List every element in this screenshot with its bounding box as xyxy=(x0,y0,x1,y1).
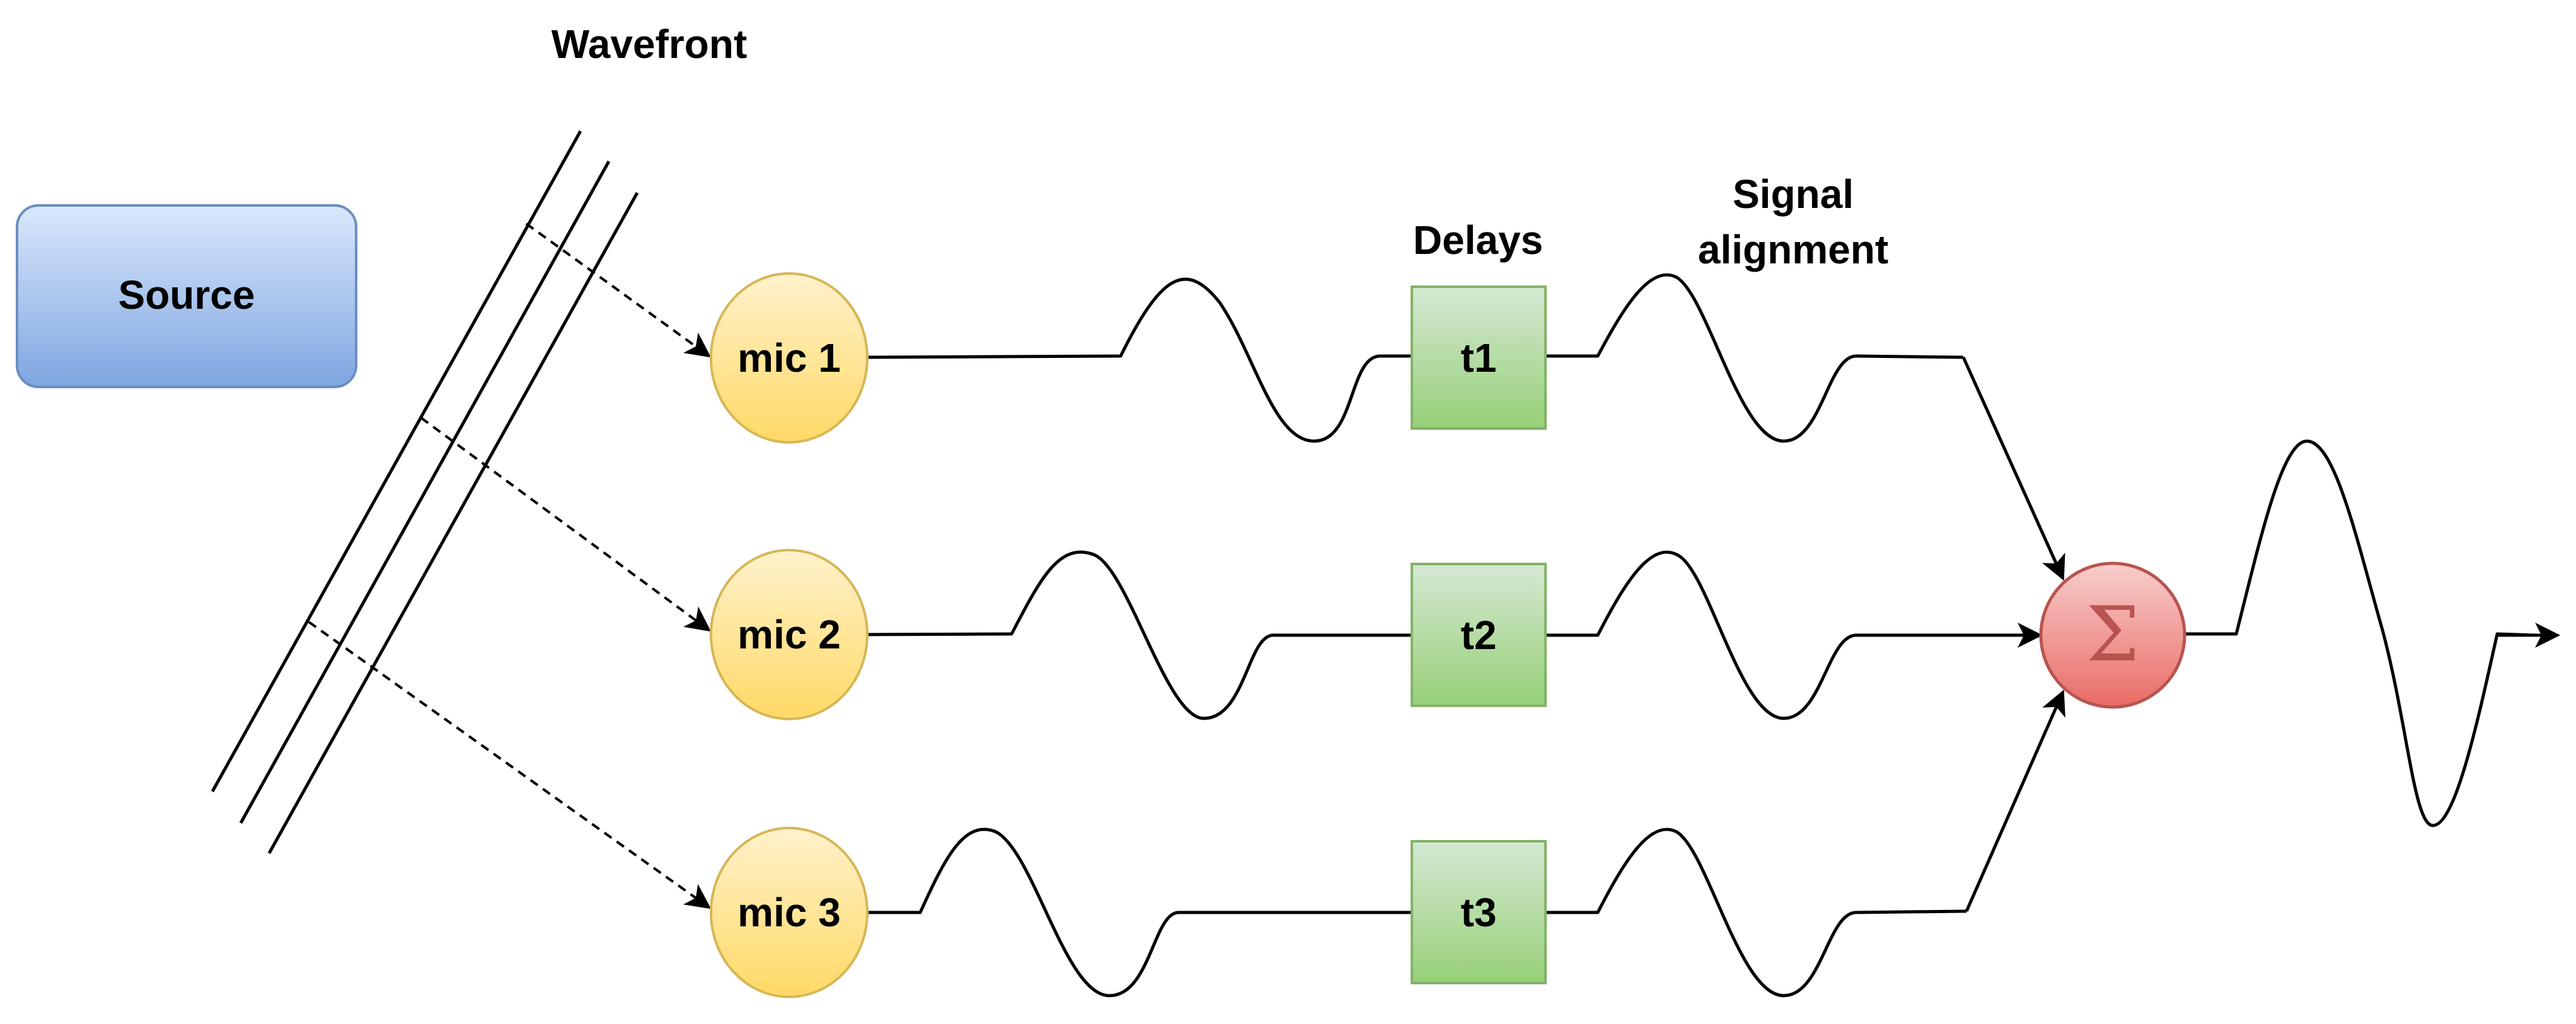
delay-box-3 xyxy=(1411,840,1547,984)
delay-node-1: t1 xyxy=(1411,285,1547,430)
delay-label-1: t1 xyxy=(1461,335,1497,381)
raw-wave-1 xyxy=(865,277,1412,443)
aligned-wave-3 xyxy=(1545,827,1967,998)
mic-circle-3 xyxy=(710,827,869,998)
wavefront-line-3 xyxy=(267,192,639,854)
microphones: mic 1 mic 2 mic 3 xyxy=(710,272,869,998)
mic-label-2: mic 2 xyxy=(737,612,841,657)
wavefront-label: Wavefront xyxy=(552,21,748,67)
delays-label: Delays xyxy=(1413,217,1543,263)
output-wave xyxy=(2185,439,2534,827)
delay-blocks: t1 t2 t3 xyxy=(1411,285,1547,984)
raw-wave-3 xyxy=(866,827,1412,998)
propagation-arrow-2 xyxy=(420,417,712,632)
sum-node: Σ xyxy=(2039,561,2186,709)
signal-chains xyxy=(865,273,2560,998)
mic-node-2: mic 2 xyxy=(710,549,869,720)
source-box xyxy=(16,204,357,388)
signal-alignment-label-line2: alignment xyxy=(1698,227,1888,272)
propagation-arrow-3 xyxy=(308,621,712,909)
wavefront-line-2 xyxy=(239,160,611,824)
mic-node-3: mic 3 xyxy=(710,827,869,998)
sum-circle xyxy=(2039,561,2186,709)
source-node: Source xyxy=(16,204,357,388)
delay-node-2: t2 xyxy=(1411,563,1547,707)
mic-circle-2 xyxy=(710,549,869,720)
source-label: Source xyxy=(118,272,255,318)
sum-connector-1 xyxy=(1961,356,2065,581)
propagation-arrow-1 xyxy=(525,222,712,358)
delay-node-3: t3 xyxy=(1411,840,1547,984)
delay-label-2: t2 xyxy=(1461,613,1497,658)
wavefront-lines xyxy=(211,130,639,854)
delay-box-1 xyxy=(1411,285,1547,430)
wavefront-line-1 xyxy=(211,130,582,793)
mic-circle-1 xyxy=(710,272,869,444)
raw-wave-2 xyxy=(865,550,1412,720)
sigma-icon: Σ xyxy=(2086,591,2140,679)
aligned-wave-1 xyxy=(1545,273,1964,443)
signal-alignment-label-line1: Signal xyxy=(1733,171,1854,217)
sum-connector-3 xyxy=(1965,689,2065,912)
delay-label-3: t3 xyxy=(1461,890,1497,935)
delay-box-2 xyxy=(1411,563,1547,707)
mic-label-1: mic 1 xyxy=(737,335,841,381)
aligned-wave-2 xyxy=(1545,550,2037,720)
propagation-arrows xyxy=(308,222,712,909)
mic-node-1: mic 1 xyxy=(710,272,869,444)
mic-label-3: mic 3 xyxy=(737,890,841,935)
